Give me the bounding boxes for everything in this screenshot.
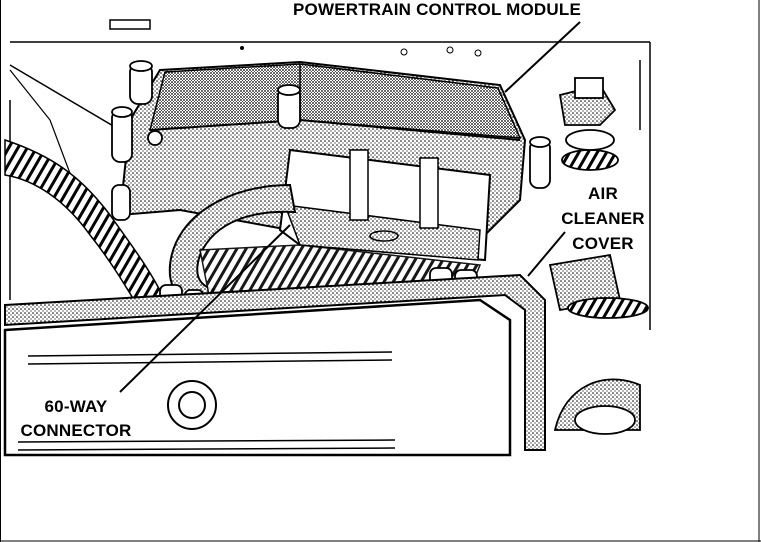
air-cleaner-leader-line xyxy=(527,231,566,277)
air-cleaner-sensor xyxy=(548,77,649,435)
pcm-label: POWERTRAIN CONTROL MODULE xyxy=(293,0,582,19)
air-cleaner-label-line1: AIR xyxy=(588,184,618,203)
pcm-leader-line xyxy=(504,21,581,93)
air-cleaner-cover xyxy=(3,298,512,457)
air-cleaner-cover-label: AIR CLEANER COVER xyxy=(558,181,648,256)
top-tab xyxy=(109,19,151,30)
connector-leader-line xyxy=(119,224,291,393)
connector-label: 60-WAY CONNECTOR xyxy=(12,395,140,443)
air-cleaner-label-line3: COVER xyxy=(572,234,634,253)
air-cleaner-label-line2: CLEANER xyxy=(561,209,645,228)
connector-label-line1: 60-WAY xyxy=(44,397,108,416)
mounting-posts xyxy=(111,60,551,221)
connector-label-line2: CONNECTOR xyxy=(20,421,132,440)
support-rail xyxy=(4,273,546,451)
